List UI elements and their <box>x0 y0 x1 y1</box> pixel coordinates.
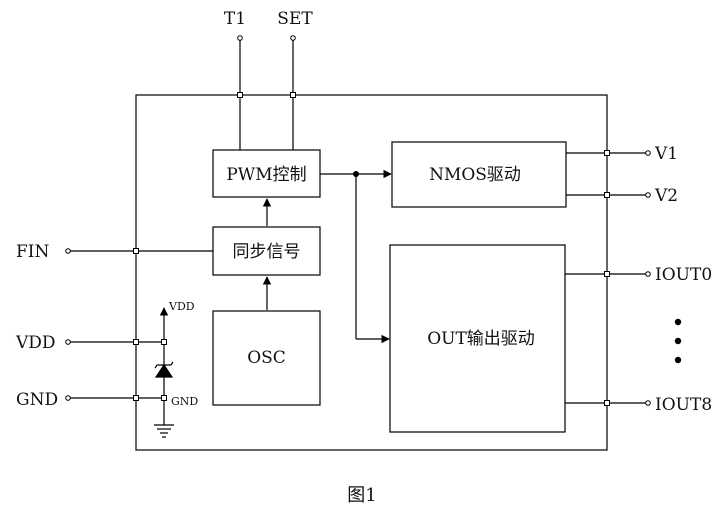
gnd-pin-terminal <box>65 395 71 401</box>
gnd-pin-label: GND <box>16 390 58 410</box>
ellipsis-dot <box>674 337 682 345</box>
ground-icon <box>154 424 174 438</box>
iout0-pin-terminal <box>645 271 651 277</box>
v2-pin-terminal <box>645 192 651 198</box>
osc-block <box>212 310 321 406</box>
zener-gnd-label: GND <box>171 395 198 408</box>
vdd-inner-node <box>161 339 167 345</box>
ellipsis-dot <box>674 356 682 364</box>
t1-pin-terminal <box>237 35 243 41</box>
v2-pin-label: V2 <box>654 186 678 206</box>
vdd-boundary-node <box>133 339 139 345</box>
iout8-pin-terminal <box>645 400 651 406</box>
iout0-boundary-node <box>604 271 610 277</box>
v1-pin-label: V1 <box>654 144 678 164</box>
fin-pin-label: FIN <box>16 242 50 262</box>
t1-pin-label: T1 <box>224 9 246 29</box>
figure-caption: 图1 <box>347 485 376 506</box>
t1-boundary-node <box>237 92 243 98</box>
sync-signal-block <box>212 226 321 276</box>
ellipsis-dot <box>674 318 682 326</box>
pwm-control-block <box>212 149 321 198</box>
out-driver-block <box>389 244 566 433</box>
vdd-pin-terminal <box>65 339 71 345</box>
osc-label: OSC <box>247 348 286 368</box>
fin-pin-terminal <box>65 248 71 254</box>
iout8-pin-label: IOUT8 <box>655 395 712 415</box>
nmos-driver-block <box>391 141 567 208</box>
nmos-driver-label: NMOS驱动 <box>429 165 521 185</box>
out-driver-label: OUT输出驱动 <box>427 329 535 349</box>
zener-vdd-label: VDD <box>168 300 195 313</box>
iout0-pin-label: IOUT0 <box>655 265 712 285</box>
set-boundary-node <box>290 92 296 98</box>
fin-boundary-node <box>133 248 139 254</box>
pwm-control-label: PWM控制 <box>226 165 306 185</box>
set-pin-label: SET <box>277 9 313 29</box>
gnd-inner-node <box>161 395 167 401</box>
set-pin-terminal <box>290 35 296 41</box>
v1-boundary-node <box>604 150 610 156</box>
sync-signal-label: 同步信号 <box>233 242 301 262</box>
vdd-pin-label: VDD <box>15 333 56 353</box>
v1-pin-terminal <box>645 150 651 156</box>
gnd-boundary-node <box>133 395 139 401</box>
v2-boundary-node <box>604 192 610 198</box>
iout8-boundary-node <box>604 400 610 406</box>
zener-diode-icon <box>154 361 174 378</box>
